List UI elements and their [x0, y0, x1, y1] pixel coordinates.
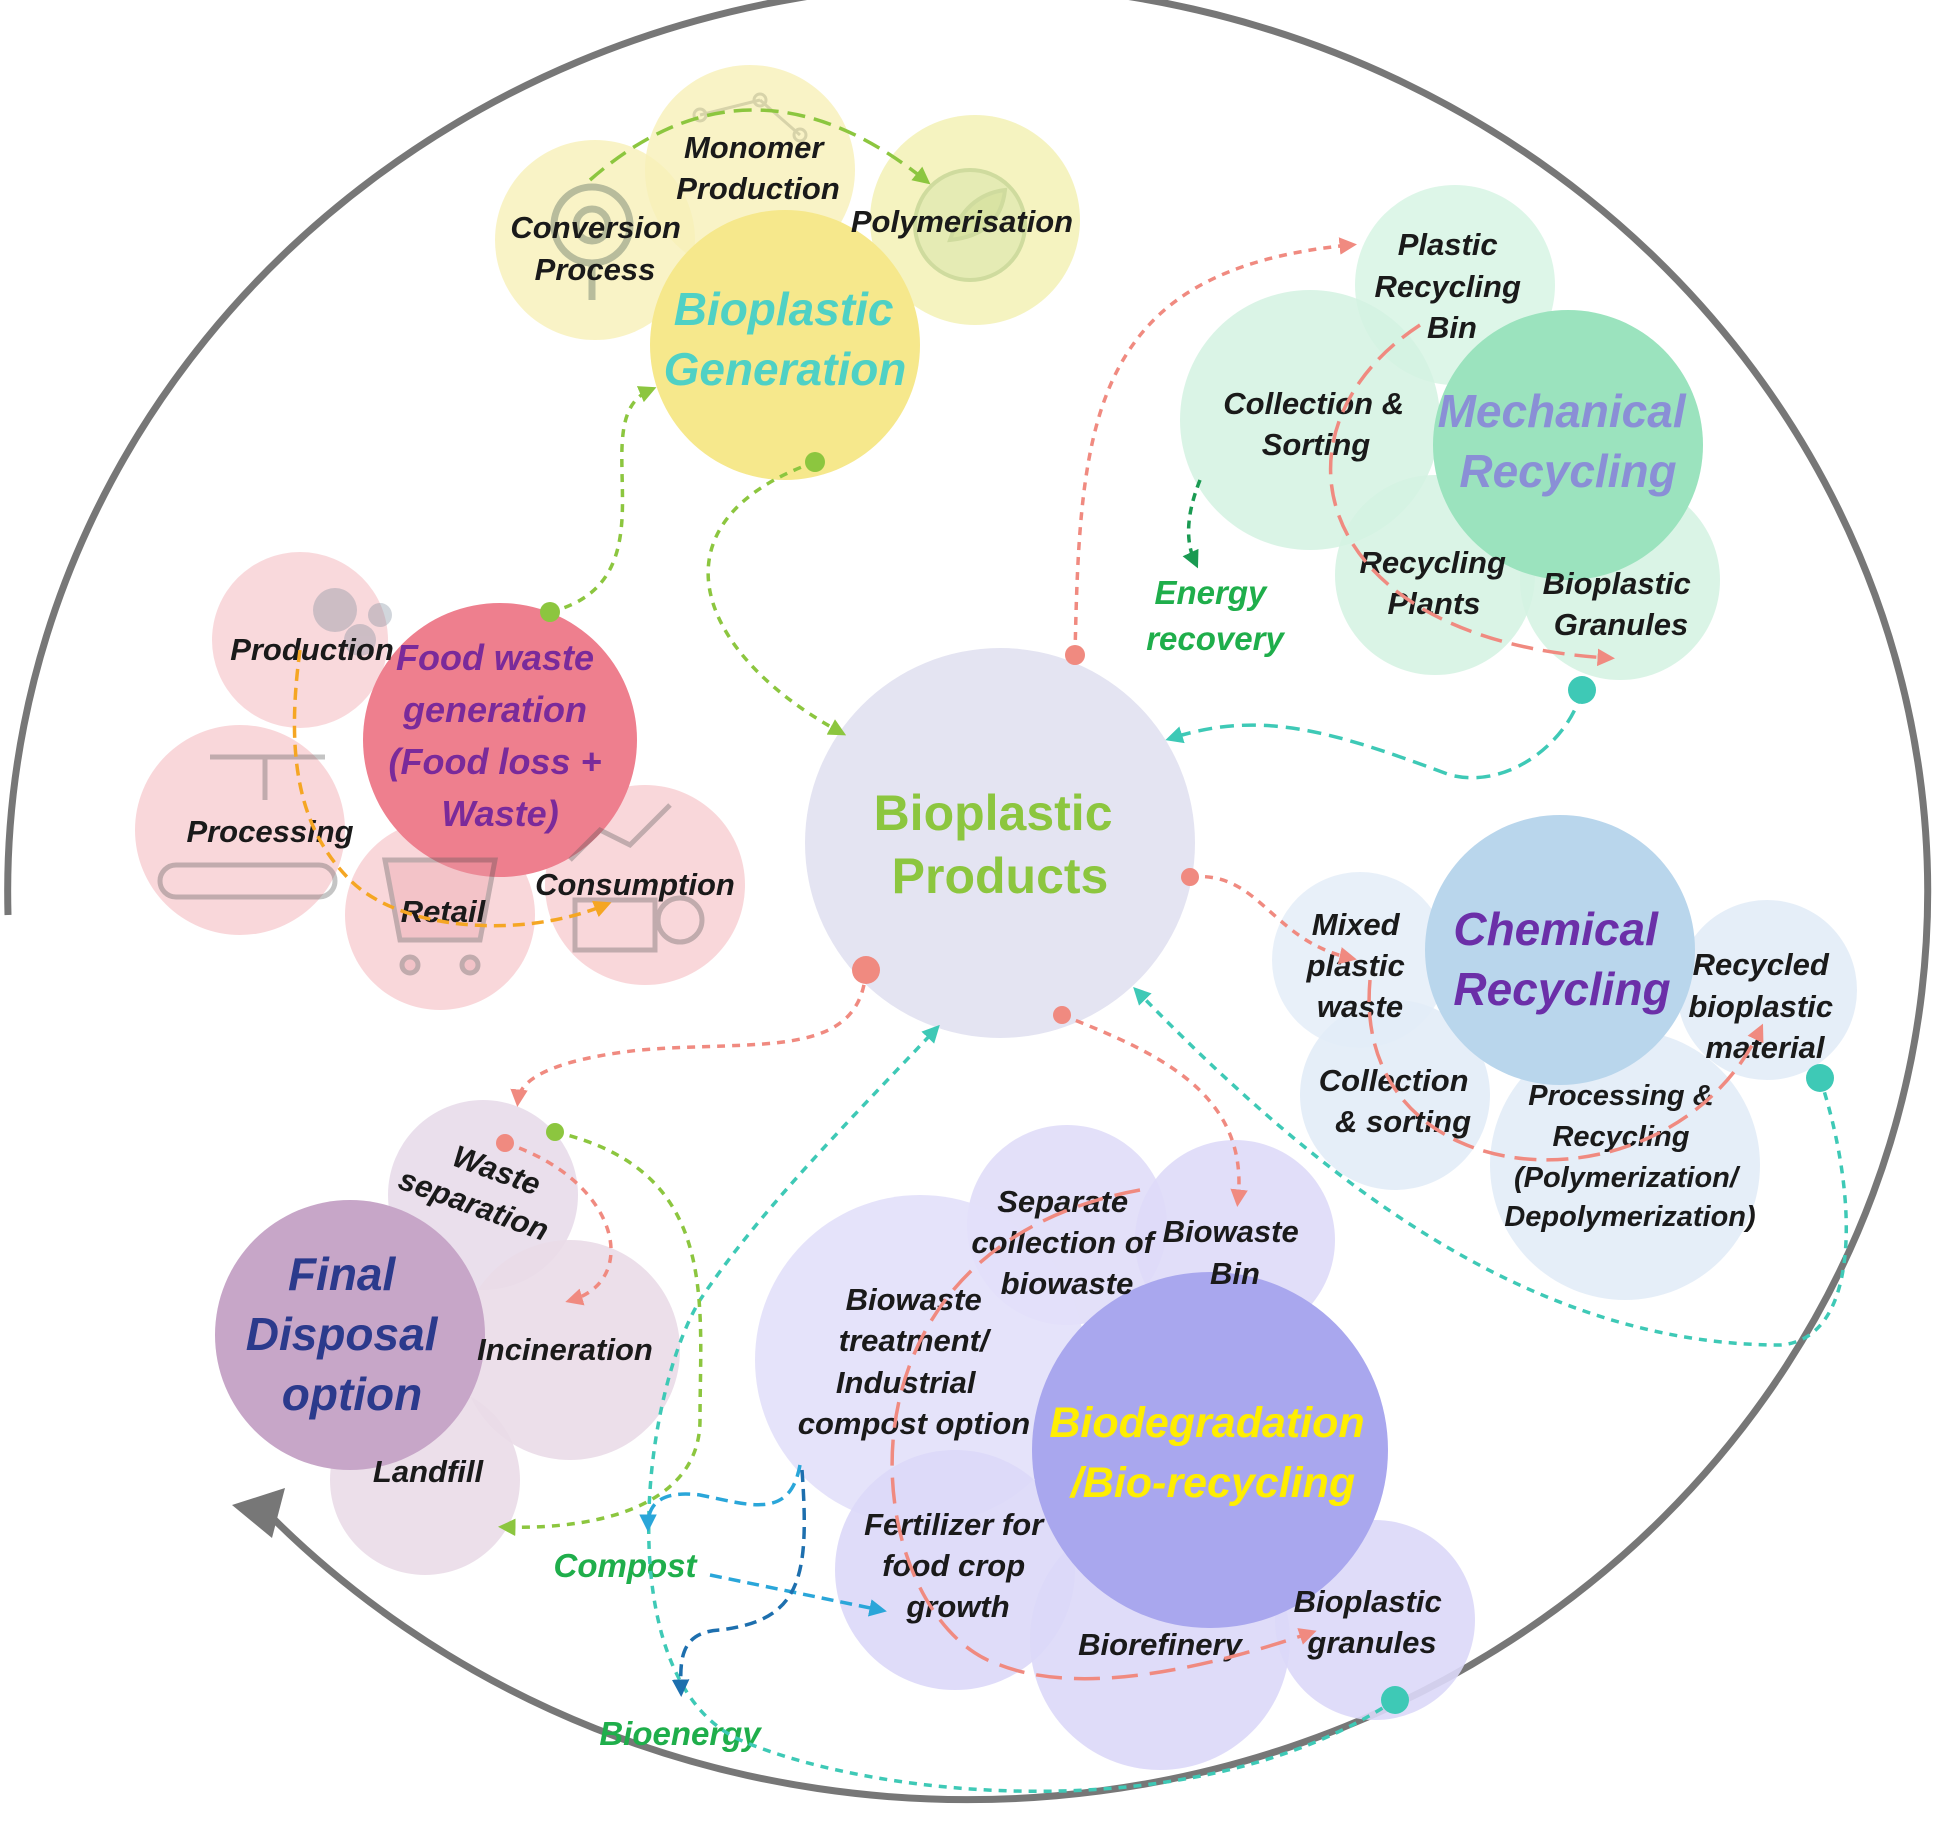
biodegradation-title: Biodegradation /Bio-recycling	[1049, 1399, 1376, 1507]
mixed-plastic-waste-label: Mixed plastic waste	[1306, 907, 1414, 1024]
bioplastic-granules-bio-label: Bioplastic granules	[1294, 1584, 1451, 1660]
connector-dot	[496, 1134, 514, 1152]
treatment-to-compost-arrow	[639, 1464, 802, 1532]
processing-label: Processing	[186, 814, 353, 849]
biowaste-bin-label: Biowaste Bin	[1163, 1214, 1308, 1291]
shopping-cart-icon	[381, 857, 499, 976]
molecule-icon	[692, 92, 808, 143]
biowaste-treatment-circle	[755, 1195, 1085, 1525]
connector-dot	[852, 956, 880, 984]
retail-label: Retail	[401, 894, 487, 929]
generation-to-products-arrow	[706, 460, 847, 736]
food-chain-arrow	[292, 649, 612, 928]
separation-to-incineration-arrow	[504, 1141, 613, 1306]
connector-dot	[1065, 645, 1085, 665]
connector-dot	[546, 1123, 564, 1141]
connector-dot	[1806, 1064, 1834, 1092]
biowaste-treatment-label: Biowaste treatment/ Industrial compost o…	[798, 1282, 1030, 1441]
monomer-production-label: Monomer Production	[676, 130, 840, 206]
energy-recovery-arrow	[1182, 479, 1202, 569]
consumption-label: Consumption	[535, 867, 735, 902]
cycle-arrowhead-icon	[232, 1488, 285, 1538]
conveyor-robot-icon	[157, 754, 338, 900]
plastic-recycling-bin-label: Plastic Recycling Bin	[1374, 227, 1529, 345]
treatment-to-bioenergy-arrow	[671, 1469, 807, 1697]
collection-sorting-circle	[1180, 290, 1440, 550]
conversion-process-circle	[495, 140, 695, 340]
mechanical-recycling-title: Mechanical Recycling	[1438, 385, 1699, 497]
bioplastic-products-title: Bioplastic Products	[874, 785, 1127, 904]
outer-cycle-ring	[4, 0, 1932, 1804]
bioplastic-products-center: Bioplastic Products	[805, 648, 1195, 1038]
final-disposal-title: Final Disposal option	[246, 1248, 451, 1420]
generation-cycle-arrow	[588, 108, 931, 185]
production-label: Production	[230, 632, 394, 667]
recycling-plants-label: Recycling Plants	[1359, 545, 1514, 621]
food-waste-generation-title: Food waste generation (Food loss + Waste…	[388, 637, 611, 834]
mechanical-to-products-arrow	[1165, 689, 1584, 780]
gear-cycle-icon	[550, 183, 634, 300]
products-to-mechanical-arrow	[1073, 237, 1357, 656]
connector-dot	[540, 602, 560, 622]
chemical-recycling-title: Chemical Recycling	[1453, 903, 1670, 1015]
collection-sorting-chem-label: Collection & sorting	[1319, 1063, 1477, 1139]
bioenergy-label: Bioenergy	[599, 1715, 762, 1752]
chemical-to-products-arrow	[1133, 986, 1849, 1347]
landfill-label: Landfill	[373, 1454, 485, 1489]
bioplastic-products-circle	[805, 648, 1195, 1038]
chemical-recycling-circle	[1425, 815, 1695, 1085]
flow-arrows	[292, 108, 1849, 1794]
biodegradation-cluster: Separate collection of biowaste Biowaste…	[554, 1125, 1475, 1770]
bioplastic-granules-mech-label: Bioplastic Granules	[1543, 566, 1700, 642]
processing-recycling-label: Processing & Recycling (Polymerization/ …	[1504, 1080, 1755, 1233]
products-to-biodegradation-arrow	[1061, 1013, 1248, 1207]
biodegradation-cycle-arrow	[890, 1188, 1317, 1681]
biodegradation-to-products-arrow	[647, 1024, 1396, 1794]
foodwaste-to-generation-arrow	[549, 386, 657, 614]
bioplastic-generation-circle	[650, 210, 920, 480]
mechanical-recycling-cluster: Plastic Recycling Bin Collection & Sorti…	[1146, 185, 1720, 680]
incineration-circle	[460, 1240, 680, 1460]
final-disposal-cluster: Waste separation Incineration Landfill F…	[215, 1100, 680, 1575]
chemical-cycle-arrow	[1367, 979, 1764, 1162]
leaf-network-icon	[913, 168, 1027, 282]
bioplastic-generation-cluster: Conversion Process Monomer Production Po…	[495, 65, 1080, 480]
food-waste-generation-circle	[363, 603, 637, 877]
incineration-label: Incineration	[477, 1332, 653, 1367]
energy-recovery-label: Energy recovery	[1146, 574, 1285, 657]
fertilizer-circle	[835, 1450, 1075, 1690]
growth-chart-icon	[568, 803, 705, 953]
products-to-disposal-arrow	[510, 969, 868, 1107]
products-to-chemical-arrow	[1189, 874, 1357, 965]
biodegradation-circle	[1032, 1272, 1388, 1628]
connector-dot	[1568, 676, 1596, 704]
recycled-bioplastic-material-circle	[1677, 900, 1857, 1080]
compost-to-fertilizer-arrow	[709, 1573, 887, 1617]
mechanical-recycling-circle	[1433, 310, 1703, 580]
connector-dot	[805, 452, 825, 472]
final-disposal-circle	[215, 1200, 485, 1470]
connector-dot	[1181, 868, 1199, 886]
mechanical-cycle-arrow	[1328, 323, 1615, 667]
compost-label: Compost	[554, 1547, 699, 1584]
gears-workers-icon	[313, 588, 392, 656]
polymerisation-label: Polymerisation	[851, 204, 1073, 239]
conversion-process-label: Conversion Process	[510, 210, 689, 287]
processing-circle	[135, 725, 345, 935]
connector-dot	[1381, 1686, 1409, 1714]
production-circle	[212, 552, 388, 728]
collection-sorting-label: Collection & Sorting	[1223, 386, 1412, 462]
collection-sorting-chem-circle	[1300, 1000, 1490, 1190]
food-waste-cluster: Production Processing Retail Consumption…	[135, 552, 745, 1010]
recycled-bioplastic-material-label: Recycled bioplastic material	[1688, 947, 1841, 1065]
chemical-recycling-cluster: Mixed plastic waste Recycled bioplastic …	[1272, 815, 1857, 1300]
biorefinery-label: Biorefinery	[1078, 1627, 1243, 1662]
bioplastic-generation-title: Bioplastic Generation	[664, 283, 907, 395]
connector-dot	[1053, 1006, 1071, 1024]
processing-recycling-circle	[1490, 1030, 1760, 1300]
